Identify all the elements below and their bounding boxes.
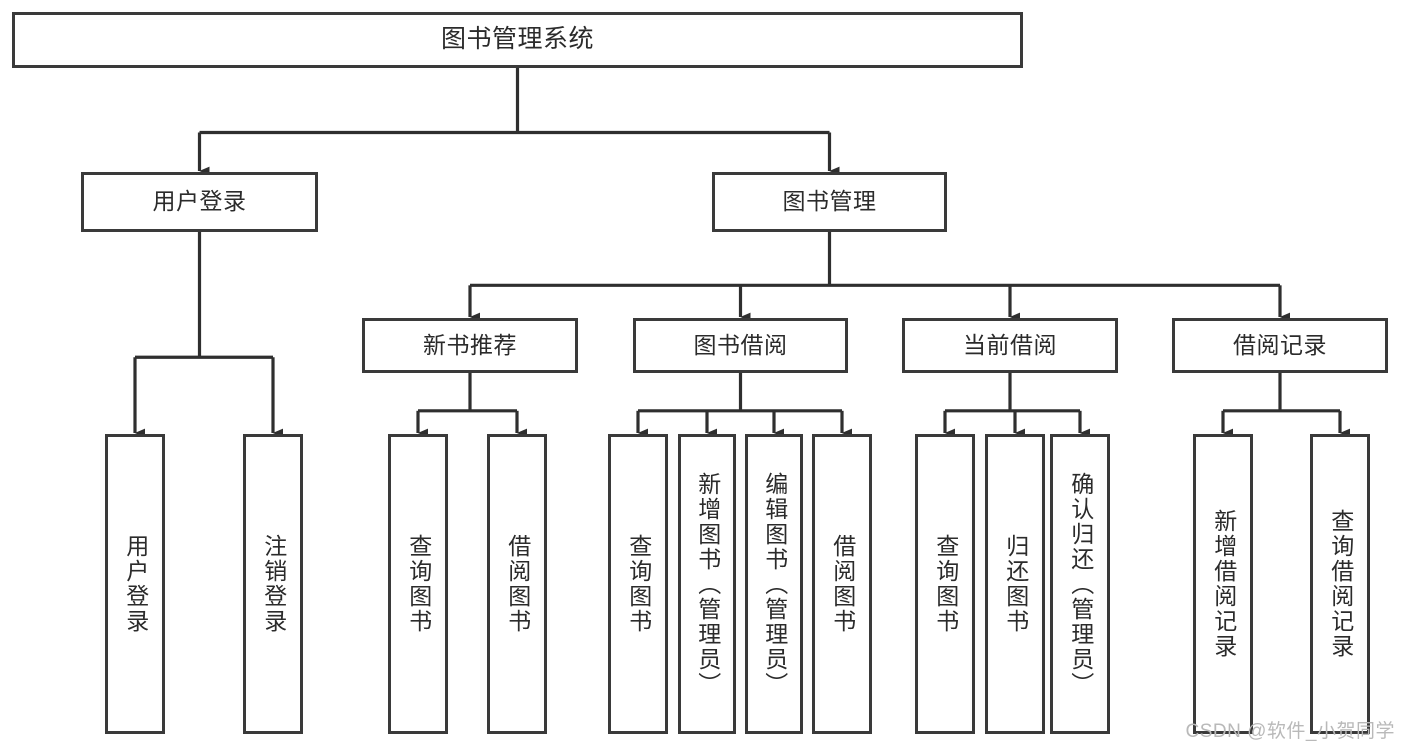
node-leaf-add-record[interactable]: 新增借阅记录 bbox=[1193, 434, 1253, 734]
node-user-login[interactable]: 用户登录 bbox=[81, 172, 318, 232]
node-root[interactable]: 图书管理系统 bbox=[12, 12, 1023, 68]
leaf-label: 用户登录 bbox=[122, 534, 149, 634]
leaf-label: 借阅图书 bbox=[829, 534, 856, 634]
node-leaf-add-book[interactable]: 新增图书（管理员） bbox=[678, 434, 736, 734]
node-leaf-borrow-book-1[interactable]: 借阅图书 bbox=[487, 434, 547, 734]
node-leaf-logout[interactable]: 注销登录 bbox=[243, 434, 303, 734]
leaf-label: 查询借阅记录 bbox=[1327, 509, 1354, 659]
leaf-label: 查询图书 bbox=[405, 534, 432, 634]
leaf-label: 确认归还（管理员） bbox=[1067, 471, 1094, 697]
node-leaf-query-book-3[interactable]: 查询图书 bbox=[915, 434, 975, 734]
node-borrow-record[interactable]: 借阅记录 bbox=[1172, 318, 1388, 373]
leaf-label: 注销登录 bbox=[260, 534, 287, 634]
node-leaf-edit-book[interactable]: 编辑图书（管理员） bbox=[745, 434, 803, 734]
leaf-label: 编辑图书（管理员） bbox=[761, 471, 788, 697]
leaf-label: 新增图书（管理员） bbox=[694, 471, 721, 697]
node-leaf-return-book[interactable]: 归还图书 bbox=[985, 434, 1045, 734]
node-current-borrow[interactable]: 当前借阅 bbox=[902, 318, 1118, 373]
leaf-label: 归还图书 bbox=[1002, 534, 1029, 634]
node-leaf-query-book-1[interactable]: 查询图书 bbox=[388, 434, 448, 734]
csdn-watermark: CSDN @软件_小贺同学 bbox=[1185, 721, 1395, 742]
node-book-manage[interactable]: 图书管理 bbox=[712, 172, 947, 232]
node-leaf-query-record[interactable]: 查询借阅记录 bbox=[1310, 434, 1370, 734]
node-leaf-borrow-book-2[interactable]: 借阅图书 bbox=[812, 434, 872, 734]
leaf-label: 查询图书 bbox=[625, 534, 652, 634]
leaf-label: 查询图书 bbox=[932, 534, 959, 634]
node-leaf-query-book-2[interactable]: 查询图书 bbox=[608, 434, 668, 734]
node-book-borrow[interactable]: 图书借阅 bbox=[633, 318, 848, 373]
node-leaf-confirm-return[interactable]: 确认归还（管理员） bbox=[1050, 434, 1110, 734]
leaf-label: 新增借阅记录 bbox=[1210, 509, 1237, 659]
node-leaf-user-login[interactable]: 用户登录 bbox=[105, 434, 165, 734]
leaf-label: 借阅图书 bbox=[504, 534, 531, 634]
node-new-book-rec[interactable]: 新书推荐 bbox=[362, 318, 578, 373]
